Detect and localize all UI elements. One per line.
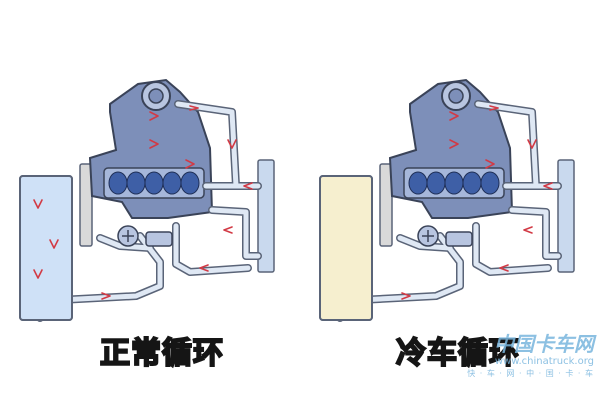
radiator-hot (19, 175, 73, 321)
watermark-logo: 中国卡车网 www.chinatruck.org 快 · 车 · 网 · 中 ·… (462, 332, 594, 382)
radiator-cold (319, 175, 373, 321)
caption-normal-circulation: 正常循环 (99, 335, 224, 372)
panel-cold-circulation (320, 80, 574, 320)
watermark-url: www.chinatruck.org (494, 356, 594, 367)
watermark-slogan: 快 · 车 · 网 · 中 · 国 · 卡 · 车 (467, 369, 594, 378)
watermark-name: 中国卡车网 (494, 332, 594, 356)
panel-normal-circulation (20, 80, 274, 320)
caption-cold-circulation: 冷车循环 (395, 335, 520, 372)
